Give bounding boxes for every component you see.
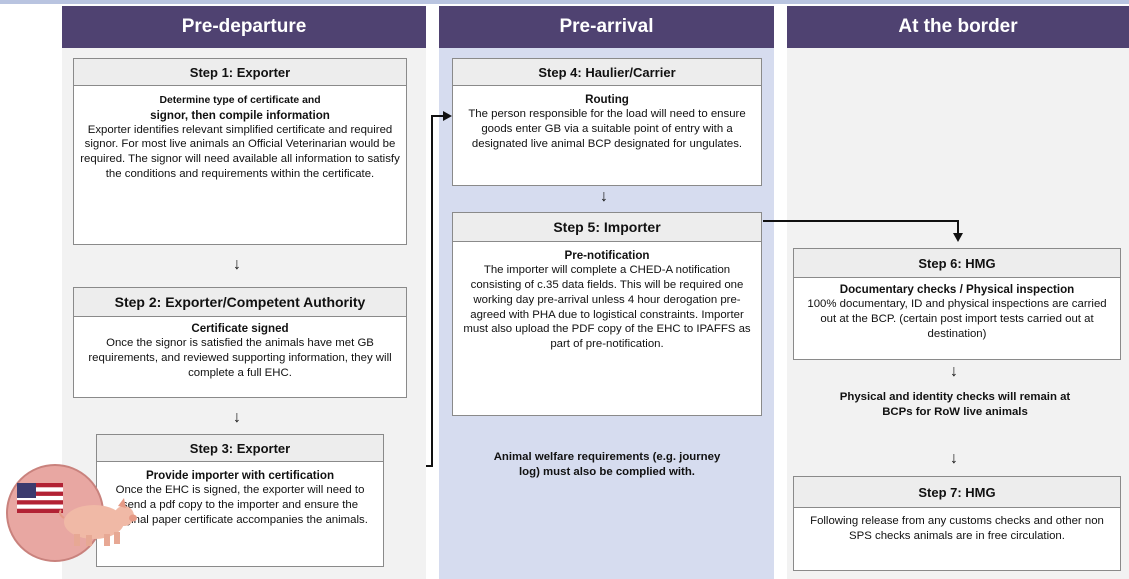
column-header-pre-arrival: Pre-arrival: [439, 6, 774, 48]
step-6-subtitle: Documentary checks / Physical inspection: [839, 283, 1075, 296]
identity-checks-note: Physical and identity checks will remain…: [839, 391, 1071, 418]
pig-icon: [59, 498, 137, 546]
step-6-box: Step 6: HMG Documentary checks / Physica…: [793, 248, 1121, 360]
step-4-text: The person responsible for the load will…: [468, 108, 746, 150]
step-2-title: Step 2: Exporter/Competent Authority: [74, 288, 406, 317]
column-at-border: At the border Step 6: HMG Documentary ch…: [787, 6, 1129, 579]
step-4-subtitle: Routing: [585, 93, 629, 106]
arrowhead-right-icon: [443, 111, 452, 121]
step-7-title: Step 7: HMG: [794, 477, 1120, 508]
step-2-box: Step 2: Exporter/Competent Authority Cer…: [73, 287, 407, 398]
step-3-title: Step 3: Exporter: [97, 435, 383, 462]
arrow-down-icon: ↓: [950, 363, 958, 380]
step-4-title: Step 4: Haulier/Carrier: [453, 59, 761, 86]
step-1-text: Exporter identifies relevant simplified …: [80, 123, 400, 181]
step-3-subtitle: Provide importer with certification: [145, 469, 335, 482]
step-7-box: Step 7: HMG Following release from any c…: [793, 476, 1121, 571]
step-7-text: Following release from any customs check…: [810, 515, 1104, 542]
column-header-at-border: At the border: [787, 6, 1129, 48]
step-1-box: Step 1: Exporter Determine type of certi…: [73, 58, 407, 245]
top-banner-strip: [0, 0, 1129, 4]
column-header-pre-departure: Pre-departure: [62, 6, 426, 48]
step-3-text: Once the EHC is signed, the exporter wil…: [112, 484, 368, 526]
arrow-down-icon: ↓: [233, 256, 241, 273]
step-3-body: Provide importer with certification Once…: [97, 462, 383, 532]
step-2-subtitle: Certificate signed: [191, 322, 289, 335]
arrow-down-icon: ↓: [233, 409, 241, 426]
step-4-box: Step 4: Haulier/Carrier Routing The pers…: [452, 58, 762, 186]
step-5-text: The importer will complete a CHED-A noti…: [463, 264, 751, 351]
step-5-body: Pre-notification The importer will compl…: [453, 242, 761, 356]
step-1-body: Determine type of certificate and signor…: [74, 86, 406, 186]
arrow-down-icon: ↓: [600, 188, 608, 205]
connector-step3-to-step4: [426, 115, 444, 467]
arrowhead-down-icon: [953, 233, 963, 242]
step-5-box: Step 5: Importer Pre-notification The im…: [452, 212, 762, 416]
connector-step5-to-step6: [763, 220, 959, 234]
column-pre-departure: Pre-departure Step 1: Exporter Determine…: [62, 6, 426, 579]
step-5-title: Step 5: Importer: [453, 213, 761, 242]
step-2-text: Once the signor is satisfied the animals…: [88, 337, 392, 379]
arrow-down-icon: ↓: [950, 450, 958, 467]
welfare-note: Animal welfare requirements (e.g. journe…: [493, 451, 721, 478]
step-2-body: Certificate signed Once the signor is sa…: [74, 317, 406, 385]
step-3-box: Step 3: Exporter Provide importer with c…: [96, 434, 384, 567]
step-6-title: Step 6: HMG: [794, 249, 1120, 278]
step-4-body: Routing The person responsible for the l…: [453, 86, 761, 156]
step-6-text: 100% documentary, ID and physical inspec…: [807, 298, 1107, 340]
step-1-title: Step 1: Exporter: [74, 59, 406, 86]
step-5-subtitle: Pre-notification: [564, 249, 650, 262]
step-6-body: Documentary checks / Physical inspection…: [794, 278, 1120, 346]
step-1-subtitle-b: signor, then compile information: [150, 108, 330, 122]
step-1-subtitle-a: Determine type of certificate and: [159, 95, 321, 106]
column-pre-arrival: Pre-arrival Step 4: Haulier/Carrier Rout…: [439, 6, 774, 579]
